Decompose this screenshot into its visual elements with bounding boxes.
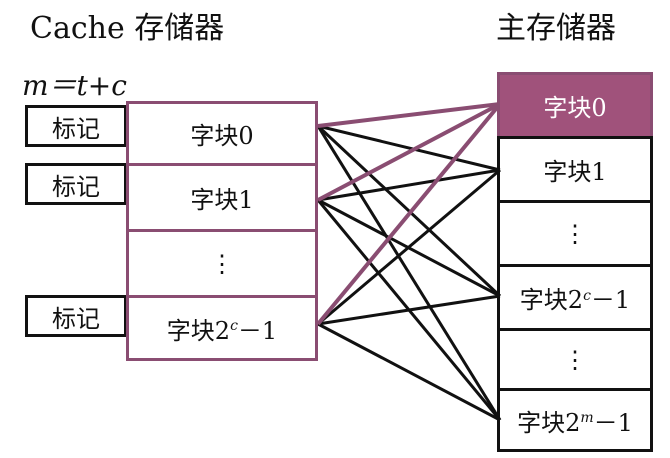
tag-box: 标记 xyxy=(25,105,127,147)
line-c0-m0 xyxy=(317,102,501,128)
cache-block-last-exponent: c xyxy=(230,318,238,334)
line-c3-m1 xyxy=(317,168,501,326)
line-c0-m1 xyxy=(317,124,501,172)
main-block-2c-1-suffix: －1 xyxy=(590,286,631,314)
main-block-2c-1-exponent: c xyxy=(583,287,591,304)
main-block-1: 字块1 xyxy=(497,136,653,200)
main-memory-title: 主存储器 xyxy=(496,11,616,46)
cache-title: Cache 存储器 xyxy=(30,11,225,46)
main-block-last-suffix: －1 xyxy=(593,408,633,437)
line-c1-m0 xyxy=(317,102,501,202)
tag-box: 标记 xyxy=(25,163,127,205)
cache-block-last-label: 字块2 xyxy=(166,316,231,345)
main-ellipsis-1: ⋮ xyxy=(497,200,653,264)
main-block-last-exponent: m xyxy=(580,410,594,426)
cache-block-0: 字块0 xyxy=(126,101,318,163)
cache-block-1: 字块1 xyxy=(126,163,318,229)
line-c0-m5 xyxy=(316,125,502,421)
cache-block-last-suffix: －1 xyxy=(237,316,278,345)
cache-ellipsis: ⋮ xyxy=(126,229,318,295)
main-ellipsis-2: ⋮ xyxy=(497,328,653,388)
line-c1-m1 xyxy=(317,168,501,202)
tag-box: 标记 xyxy=(25,295,127,337)
line-c3-m3 xyxy=(317,294,501,326)
main-block-last-label: 字块2 xyxy=(517,408,581,437)
address-formula: m＝t+c xyxy=(22,69,127,102)
line-c3-m5 xyxy=(317,322,501,422)
main-block-2c-1-label: 字块2 xyxy=(519,286,584,314)
line-c3-m0 xyxy=(316,102,502,326)
main-block-0: 字块0 xyxy=(497,72,653,136)
